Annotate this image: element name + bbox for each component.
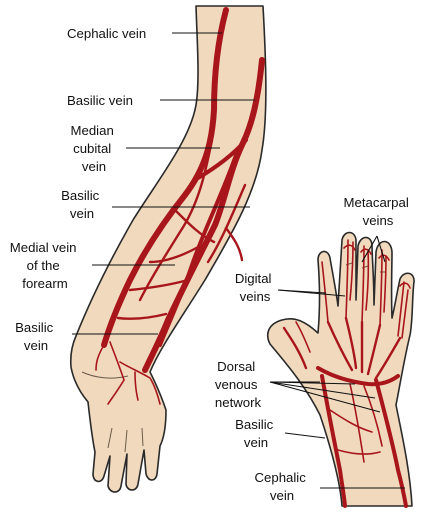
label-medial-vein-of-forearm: Medial vein of the forearm [10, 240, 80, 291]
forearm-branch [148, 244, 202, 264]
label-basilic-vein-upper: Basilic vein [67, 93, 133, 108]
hand-skin [266, 231, 415, 507]
finger-tip-loop [378, 254, 390, 261]
leader-dorsal-3 [269, 381, 376, 399]
thumb-vein-path [282, 326, 308, 370]
metacarpal-vein-path [366, 323, 382, 376]
label-basilic-vein-lower: Basilic vein [15, 320, 57, 353]
digital-vein-path [379, 249, 383, 326]
label-basilic-vein-mid: Basilic vein [61, 188, 103, 221]
digital-vein-path [365, 249, 370, 311]
finger-tip-loop [360, 248, 372, 255]
hand-network-branch [363, 385, 383, 447]
finger-tip-loop [399, 282, 411, 289]
hand-cephalic-vein-path [374, 378, 408, 508]
median-cubital-vein-path [196, 138, 248, 180]
digital-vein-path [361, 245, 365, 323]
forearm-branch [206, 183, 247, 264]
arm-illustration [69, 5, 267, 493]
label-median-cubital-vein: Median cubital vein [71, 123, 118, 174]
metacarpal-vein-path [374, 336, 402, 380]
thumb-vein-path [295, 321, 311, 353]
leader-dorsal-4 [269, 381, 381, 413]
digital-vein-path [345, 239, 349, 319]
forearm-branch [138, 138, 214, 302]
leader-dorsal-2 [269, 381, 356, 385]
basilic-vein-path [142, 57, 265, 373]
digital-vein-path [321, 261, 329, 323]
metacarpal-vein-path [326, 320, 354, 372]
label-cephalic-vein-top: Cephalic vein [67, 26, 146, 41]
leader-basilic-hand [284, 432, 326, 439]
hand-branch [119, 361, 161, 405]
digital-vein-path [397, 281, 405, 337]
label-dorsal-venous-network: Dorsal venous network [215, 359, 262, 410]
labels: Cephalic vein Basilic vein Median cubita… [10, 26, 413, 503]
label-basilic-vein-hand: Basilic vein [235, 417, 277, 450]
label-digital-veins: Digital veins [235, 271, 275, 304]
forearm-branch [224, 226, 244, 262]
digital-vein-path [383, 255, 387, 313]
label-metacarpal-veins: Metacarpal veins [344, 195, 413, 228]
forearm-branch [173, 208, 216, 244]
leader-metacarpal-1 [361, 235, 378, 263]
metacarpal-vein-path [344, 316, 358, 370]
finger-crease [141, 427, 144, 447]
wrist-crease [81, 371, 129, 379]
median-antebrachial-path [158, 153, 238, 347]
leader-metacarpal-2 [376, 235, 386, 263]
hand-network-branch [329, 409, 373, 433]
dorsal-arch-path [316, 366, 400, 387]
finger-crease [124, 429, 128, 453]
forearm-branch [116, 312, 168, 320]
cephalic-vein-path [101, 7, 229, 348]
hand-basilic-vein-path [320, 374, 347, 508]
forearm-branch [128, 278, 190, 292]
label-cephalic-vein-hand: Cephalic vein [255, 470, 310, 503]
hand-illustration [266, 231, 415, 508]
leader-lines [72, 32, 405, 489]
hand-branch [109, 341, 125, 381]
finger-crease [107, 427, 113, 449]
digital-vein-path [401, 289, 409, 339]
hand-branch [107, 379, 125, 405]
hand-branch [134, 371, 139, 401]
leader-digital-2 [277, 289, 346, 297]
hand-branch [95, 344, 105, 371]
hand-network-branch [337, 449, 381, 455]
finger-tip-loop [343, 244, 356, 251]
